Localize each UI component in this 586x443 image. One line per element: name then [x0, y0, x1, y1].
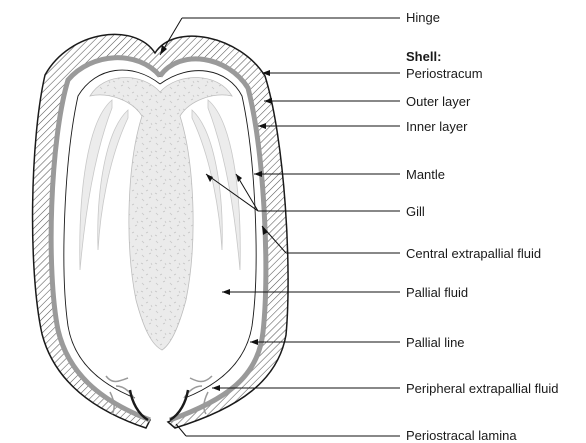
label-pallial-fluid: Pallial fluid — [406, 285, 468, 300]
label-outer-layer: Outer layer — [406, 94, 470, 109]
label-gill: Gill — [406, 204, 425, 219]
label-periostracal-lamina: Periostracal lamina — [406, 428, 517, 443]
label-shell-heading: Shell: — [406, 49, 441, 64]
visceral-mass — [90, 77, 232, 350]
label-peripheral-extrapallial-fluid: Peripheral extrapallial fluid — [406, 381, 558, 396]
gill-left-2 — [80, 100, 112, 270]
label-mantle: Mantle — [406, 167, 445, 182]
gill-right-2 — [208, 100, 240, 270]
label-inner-layer: Inner layer — [406, 119, 467, 134]
label-central-extrapallial-fluid: Central extrapallial fluid — [406, 246, 541, 261]
label-hinge: Hinge — [406, 10, 440, 25]
label-pallial-line: Pallial line — [406, 335, 465, 350]
label-periostracum: Periostracum — [406, 66, 483, 81]
